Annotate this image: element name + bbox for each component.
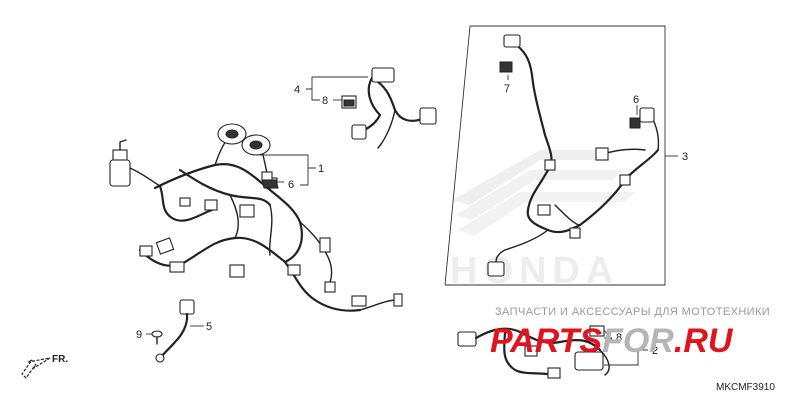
callout-5: 5 (206, 321, 212, 333)
diagram-code: MKCMF3910 (716, 382, 775, 393)
brand-parts: PARTS (490, 322, 602, 360)
callout-9: 9 (136, 329, 142, 341)
svg-text:PARTSFOR.RU: PARTSFOR.RU (490, 322, 734, 360)
partsfor-logo: PARTSFOR.RU (490, 322, 734, 360)
sub-harness-2 (457, 325, 610, 379)
honda-wing-watermark: HONDA (450, 150, 636, 292)
callout-7: 7 (504, 83, 510, 95)
callout-6-left: 6 (288, 179, 294, 191)
part-3-frame-left (444, 25, 471, 286)
callout-6-right: 6 (633, 94, 639, 106)
brand-domain: .RU (674, 322, 734, 360)
callout-4: 4 (294, 84, 300, 96)
sub-harness-3 (487, 34, 660, 277)
leader-4 (306, 76, 368, 101)
direction-label: FR. (52, 354, 68, 365)
sub-harness-4 (341, 67, 437, 149)
part-3-frame (445, 25, 666, 286)
arrow-down-left-icon (21, 357, 51, 379)
main-wire-harness (109, 123, 403, 312)
callout-8-bottom: 8 (616, 332, 622, 344)
leader-1 (260, 154, 316, 186)
screw-9 (151, 330, 163, 345)
callout-2: 2 (652, 345, 658, 357)
brand-for: FOR (602, 322, 674, 360)
ground-wire-5 (155, 299, 195, 363)
watermark-caption: ЗАПЧАСТИ И АКСЕССУАРЫ ДЛЯ МОТОТЕХНИКИ (495, 306, 770, 318)
honda-logo-text: HONDA (450, 250, 619, 292)
front-direction-indicator: FR. (21, 354, 68, 379)
callout-3: 3 (682, 151, 688, 163)
callout-1: 1 (318, 163, 324, 175)
callout-8-top: 8 (322, 95, 328, 107)
